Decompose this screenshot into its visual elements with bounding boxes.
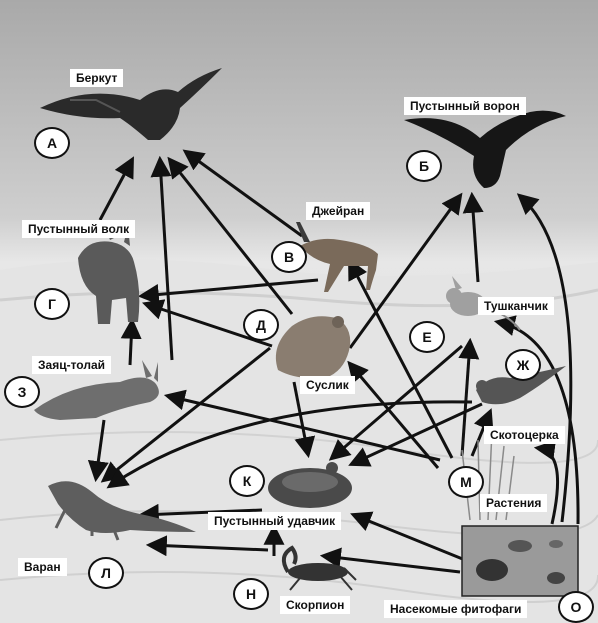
marker-z: З (4, 376, 40, 408)
label-volk: Пустынный волк (22, 220, 135, 238)
marker-n: Н (233, 578, 269, 610)
label-dzheyran: Джейран (306, 202, 370, 220)
insects-icon (462, 526, 578, 596)
label-berkut: Беркут (70, 69, 123, 87)
label-suslik: Суслик (300, 376, 355, 394)
label-zayats: Заяц-толай (32, 356, 111, 374)
marker-v: В (271, 241, 307, 273)
arrow-hare-to-wolf (130, 322, 132, 365)
marker-g: Г (34, 288, 70, 320)
label-tushkanchik: Тушканчик (478, 297, 554, 315)
marker-a: А (34, 127, 70, 159)
label-voron: Пустынный ворон (404, 97, 526, 115)
marker-b: Б (406, 150, 442, 182)
marker-zh: Ж (505, 349, 541, 381)
label-rasteniya: Растения (480, 494, 547, 512)
label-skorpion: Скорпион (280, 596, 350, 614)
label-skototserka: Скотоцерка (484, 426, 565, 444)
label-udavchik: Пустынный удавчик (208, 512, 341, 530)
marker-e: Е (409, 321, 445, 353)
label-varan: Варан (18, 558, 67, 576)
label-nasekomye: Насекомые фитофаги (384, 600, 527, 618)
marker-d: Д (243, 309, 279, 341)
marker-m: М (448, 466, 484, 498)
marker-k: К (229, 465, 265, 497)
marker-o: О (558, 591, 594, 623)
marker-l: Л (88, 557, 124, 589)
